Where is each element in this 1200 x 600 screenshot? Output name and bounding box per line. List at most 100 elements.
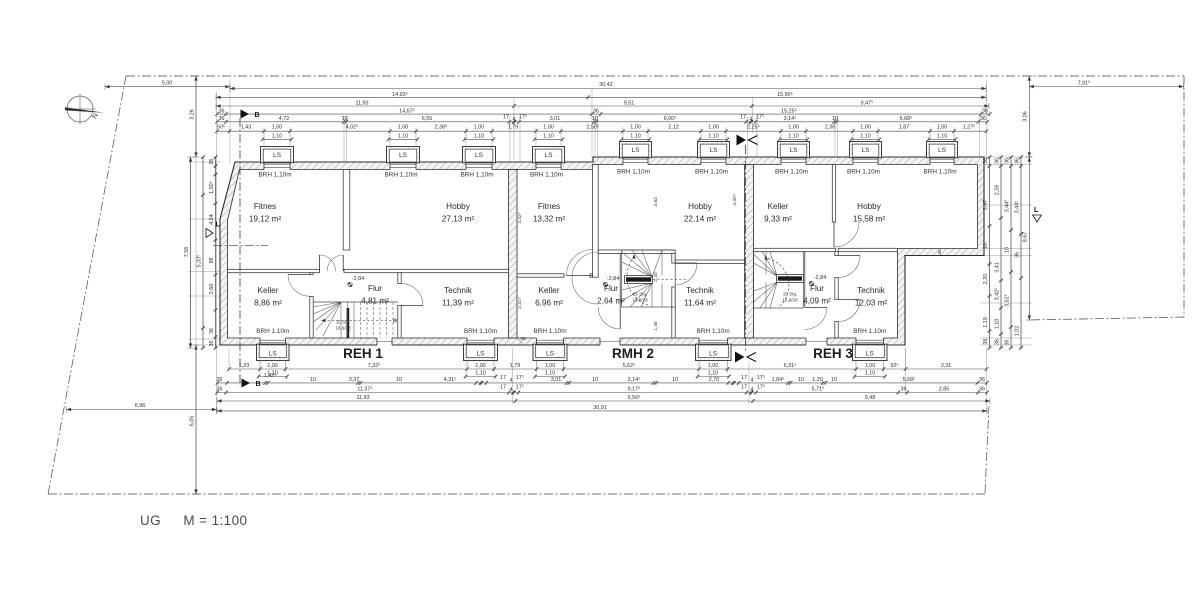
north-label: N — [91, 112, 100, 120]
dimension-label: 17 — [741, 385, 747, 391]
dimension-label: 10 — [831, 377, 837, 383]
light-shaft-label: LS — [789, 147, 798, 154]
interior-dimension-label: 4,30⁵ — [732, 194, 738, 206]
dimension-label: 1,84⁵ — [772, 377, 785, 383]
dimension-chains — [66, 75, 1184, 495]
dimension-label: 1,00 — [630, 125, 641, 131]
sill-height-label: BRH 1,10m — [697, 328, 730, 335]
sill-height-label: BRH 1,10m — [695, 168, 728, 175]
dimension-label: 17⁵ — [516, 385, 524, 391]
dimension-label: 1,00 — [272, 125, 283, 131]
dimension-label: 4,72 — [279, 116, 290, 122]
dimension-label: 36 — [209, 159, 215, 165]
dimension-label: 10 — [1005, 247, 1011, 253]
dimension-label: 1,00 — [267, 363, 278, 369]
sill-height-label: BRH 1,10m — [256, 328, 289, 335]
dimension-label: 10 — [592, 377, 598, 383]
dimension-label: 1,10 — [398, 133, 409, 139]
room-area-label: 22,14 m² — [684, 214, 717, 223]
dimension-label: 10 — [592, 116, 598, 122]
dimension-label: 2,38⁵ — [435, 125, 448, 131]
section-l-label: L — [216, 222, 221, 229]
room-area-label: 4,09 m² — [803, 296, 831, 305]
room-name-label: Flur — [368, 284, 382, 293]
dimension-label: 6,55 — [422, 116, 433, 122]
dimension-label: 3,37 — [349, 377, 360, 383]
dimension-label: 3,14⁵ — [784, 116, 797, 122]
dimension-label: 1,10 — [272, 133, 283, 139]
light-shaft-label: LS — [399, 152, 408, 159]
dimension-label: 98 — [209, 258, 215, 264]
section-l-label: L — [1034, 207, 1039, 214]
room-name-label: Hobby — [446, 202, 471, 211]
room-area-label: 15,58 m² — [853, 214, 886, 223]
dimension-label: 4,54 — [209, 214, 215, 225]
room-area-label: 11,39 m² — [442, 298, 474, 307]
dimension-label: 1,10 — [865, 371, 876, 377]
dimension-label: 36 — [982, 108, 988, 114]
room-area-label: 13,32 m² — [533, 214, 566, 223]
dimension-label: 36 — [217, 386, 223, 392]
dimension-label: 1,10 — [860, 133, 871, 139]
light-shaft-label: LS — [475, 152, 484, 159]
dimension-label: 4 — [510, 387, 513, 393]
dimension-label: 1,10 — [788, 133, 799, 139]
light-shaft-label: LS — [544, 152, 553, 159]
dimension-label: 36 — [209, 328, 215, 334]
dimension-label: 3,42⁵ — [995, 288, 1001, 301]
dimension-label: 10 — [672, 377, 678, 383]
dimension-label: 17 — [500, 385, 506, 391]
stair-steps-label: 15 Stg. — [783, 292, 798, 297]
dimension-label: 10 — [396, 377, 402, 383]
dimension-label: 2,25⁵ — [747, 125, 760, 131]
section-b-label: B — [255, 112, 260, 119]
dimension-label: 2,20 — [983, 274, 989, 285]
dimension-label: 36 — [219, 108, 225, 114]
dimension-label: 10 — [342, 116, 348, 122]
floor-level-label: -2,84 — [352, 276, 365, 282]
room-name-label: Keller — [768, 202, 789, 211]
dimension-label: 1,10 — [708, 133, 719, 139]
dimension-label: 3,01 — [550, 116, 561, 122]
sill-height-label: BRH 1,10m — [384, 171, 417, 178]
dimension-label: 11,37⁵ — [357, 386, 372, 392]
dimension-label: 1,00 — [865, 363, 876, 369]
stair-steps-label: 15 Stg. — [633, 292, 648, 297]
room-area-label: 27,13 m² — [442, 214, 475, 223]
dimension-label: 6,00⁵ — [664, 116, 677, 122]
dimension-label: 15,25⁵ — [781, 108, 797, 114]
interior-dimension-label: 36 — [520, 336, 526, 342]
dimension-label: 1,00 — [475, 363, 486, 369]
dimension-label: 36 — [209, 341, 215, 347]
dimension-label: 36 — [995, 158, 1001, 164]
dimension-label: 1,27⁵ — [963, 125, 976, 131]
site-boundary — [47, 75, 1185, 495]
dimension-label: 36 — [980, 116, 986, 122]
stairs — [313, 249, 804, 338]
dimension-label: 1,87 — [899, 125, 910, 131]
sill-height-label: BRH 1,10m — [617, 168, 650, 175]
sill-height-label: BRH 1,10m — [923, 168, 956, 175]
room-name-label: Hobby — [688, 202, 713, 211]
dimension-label: 1,00 — [708, 125, 719, 131]
dimension-label: 2,50⁵ — [587, 125, 600, 131]
dimension-label: 36 — [1015, 158, 1021, 164]
light-shaft-label: LS — [269, 351, 278, 358]
dimension-label: 6,31⁵ — [784, 363, 797, 369]
dimension-label: 36 — [979, 377, 985, 383]
dimension-label: 1,00 — [937, 125, 948, 131]
section-markers — [205, 109, 1043, 388]
dimension-label: 1,10 — [937, 133, 948, 139]
room-name-label: Technik — [686, 286, 715, 295]
north-arrow-icon — [64, 93, 105, 125]
dimension-label: 17⁵ — [756, 114, 764, 120]
light-shaft-label: LS — [476, 351, 485, 358]
dimension-label: 30,91 — [593, 405, 607, 411]
sill-height-label: BRH 1,10m — [533, 328, 566, 335]
sill-height-label: BRH 1,10m — [847, 168, 880, 175]
dimension-label: 5,00 — [162, 81, 173, 87]
room-area-label: 4,81 m² — [361, 296, 389, 305]
dimension-label: 5,33⁵ — [197, 255, 203, 268]
stair-rise-label: 16,9/28 — [335, 326, 351, 331]
